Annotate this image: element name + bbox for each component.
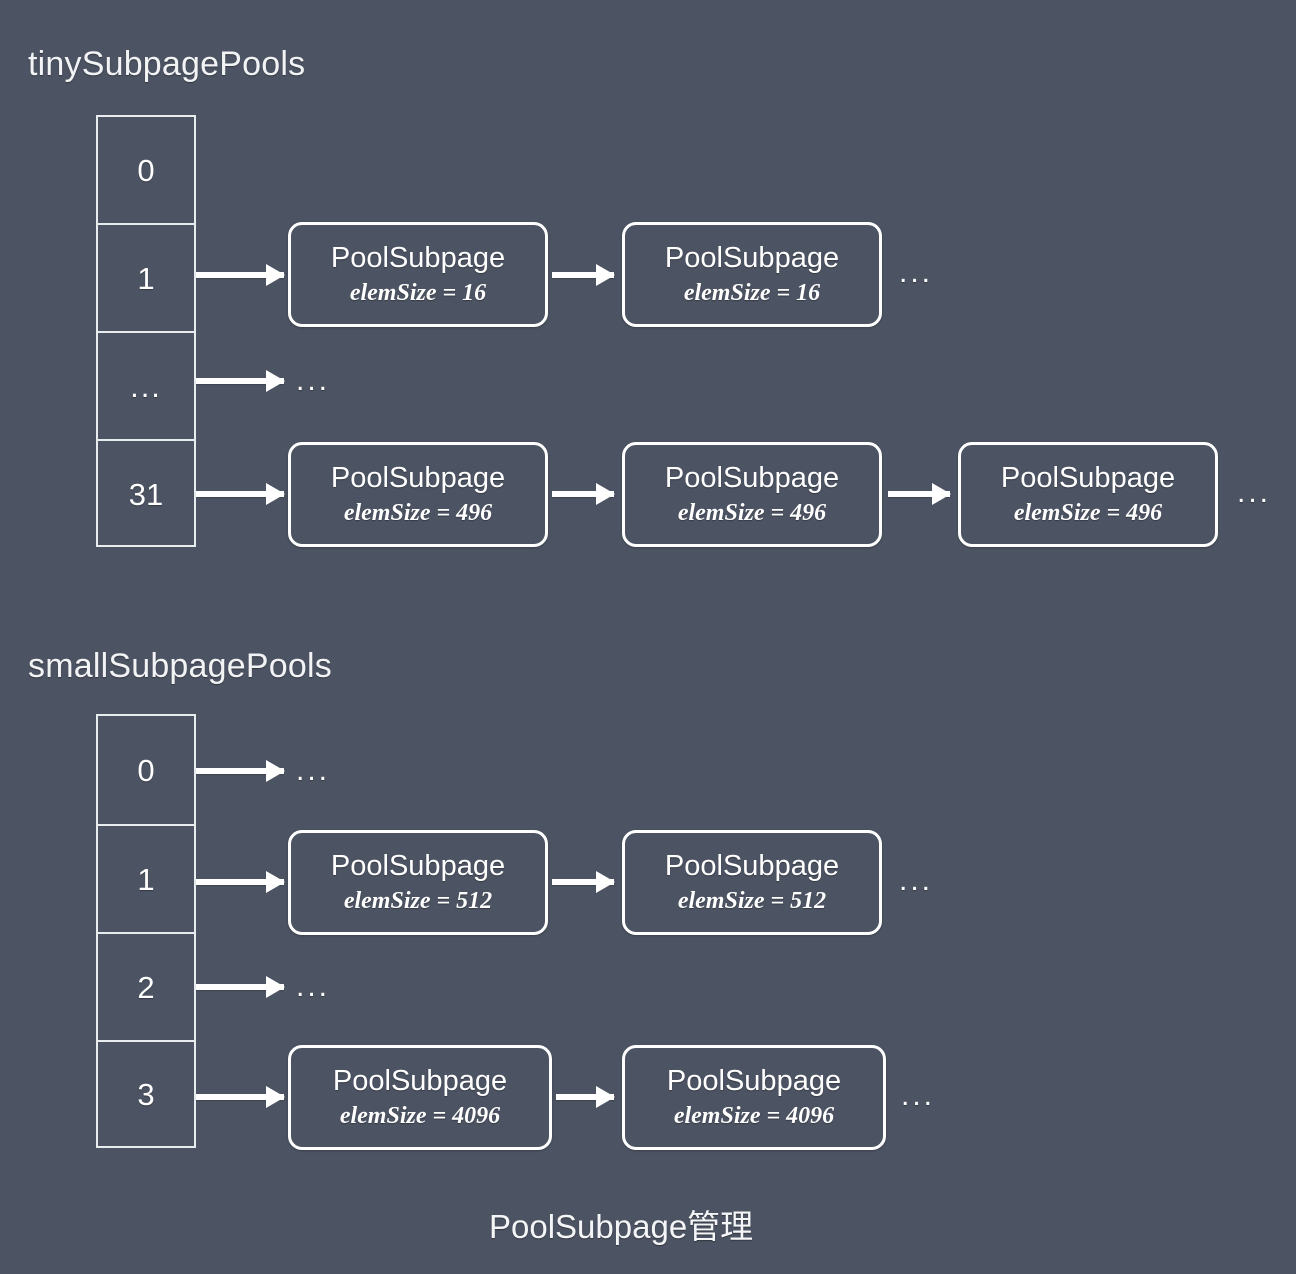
ellipsis-small-row1: ... — [899, 864, 934, 897]
node-title: PoolSubpage — [330, 850, 506, 883]
index-cell-tiny-31[interactable]: 31 — [98, 441, 194, 547]
ellipsis-small-row2: ... — [296, 970, 331, 1003]
node-tiny-row1-1[interactable]: PoolSubpage elemSize = 16 — [622, 222, 882, 327]
index-cell-tiny-1[interactable]: 1 — [98, 225, 194, 333]
node-small-row1-1[interactable]: PoolSubpage elemSize = 512 — [622, 830, 882, 935]
node-small-row1-0[interactable]: PoolSubpage elemSize = 512 — [288, 830, 548, 935]
ellipsis-small-row0: ... — [296, 754, 331, 787]
node-title: PoolSubpage — [664, 850, 840, 883]
arrow-small-row3-head — [196, 1094, 284, 1100]
arrow-small-row1-link1 — [552, 879, 614, 885]
node-subtitle: elemSize = 4096 — [339, 1102, 501, 1129]
index-cell-label: 2 — [137, 969, 155, 1005]
index-cell-label: 0 — [137, 152, 155, 188]
node-tiny-row31-0[interactable]: PoolSubpage elemSize = 496 — [288, 442, 548, 547]
node-title: PoolSubpage — [664, 462, 840, 495]
index-column-tiny: 0 1 ... 31 — [96, 115, 196, 547]
node-subtitle: elemSize = 4096 — [673, 1102, 835, 1129]
index-cell-label: 0 — [137, 752, 155, 788]
ellipsis-tiny-row31: ... — [1237, 476, 1272, 509]
node-subtitle: elemSize = 16 — [683, 279, 821, 306]
node-subtitle: elemSize = 496 — [677, 499, 827, 526]
index-cell-label: 1 — [137, 861, 155, 897]
ellipsis-tiny-rowdots: ... — [296, 364, 331, 397]
node-subtitle: elemSize = 512 — [343, 887, 493, 914]
node-title: PoolSubpage — [330, 242, 506, 275]
index-cell-label: 1 — [137, 260, 155, 296]
section-title-tiny-subpage-pools: tinySubpagePools — [28, 45, 306, 83]
arrow-small-row3-link1 — [556, 1094, 614, 1100]
arrow-tiny-row31-link1 — [552, 491, 614, 497]
node-subtitle: elemSize = 512 — [677, 887, 827, 914]
node-small-row3-1[interactable]: PoolSubpage elemSize = 4096 — [622, 1045, 886, 1150]
node-subtitle: elemSize = 16 — [349, 279, 487, 306]
arrow-tiny-rowdots-head — [196, 378, 284, 384]
node-tiny-row31-1[interactable]: PoolSubpage elemSize = 496 — [622, 442, 882, 547]
arrow-small-row1-head — [196, 879, 284, 885]
node-small-row3-0[interactable]: PoolSubpage elemSize = 4096 — [288, 1045, 552, 1150]
node-title: PoolSubpage — [330, 462, 506, 495]
index-column-small: 0 1 2 3 — [96, 714, 196, 1148]
arrow-tiny-row1-link1 — [552, 272, 614, 278]
arrow-small-row2-head — [196, 984, 284, 990]
index-cell-small-3[interactable]: 3 — [98, 1042, 194, 1146]
index-cell-label: 31 — [128, 476, 164, 512]
arrow-tiny-row31-link2 — [888, 491, 950, 497]
node-title: PoolSubpage — [664, 242, 840, 275]
index-cell-small-2[interactable]: 2 — [98, 934, 194, 1042]
index-cell-tiny-0[interactable]: 0 — [98, 117, 194, 225]
index-cell-small-1[interactable]: 1 — [98, 826, 194, 934]
node-tiny-row1-0[interactable]: PoolSubpage elemSize = 16 — [288, 222, 548, 327]
node-title: PoolSubpage — [1000, 462, 1176, 495]
arrow-small-row0-head — [196, 768, 284, 774]
ellipsis-small-row3: ... — [901, 1079, 936, 1112]
arrow-tiny-row31-head — [196, 491, 284, 497]
index-cell-tiny-ellipsis[interactable]: ... — [98, 333, 194, 441]
node-title: PoolSubpage — [666, 1065, 842, 1098]
index-cell-small-0[interactable]: 0 — [98, 716, 194, 826]
node-subtitle: elemSize = 496 — [1013, 499, 1163, 526]
index-cell-label: 3 — [137, 1076, 155, 1112]
arrow-tiny-row1-head — [196, 272, 284, 278]
node-tiny-row31-2[interactable]: PoolSubpage elemSize = 496 — [958, 442, 1218, 547]
node-subtitle: elemSize = 496 — [343, 499, 493, 526]
ellipsis-tiny-row1: ... — [899, 256, 934, 289]
section-title-small-subpage-pools: smallSubpagePools — [28, 647, 332, 685]
node-title: PoolSubpage — [332, 1065, 508, 1098]
diagram-caption: PoolSubpage管理 — [489, 1208, 754, 1245]
index-cell-label: ... — [130, 368, 162, 404]
